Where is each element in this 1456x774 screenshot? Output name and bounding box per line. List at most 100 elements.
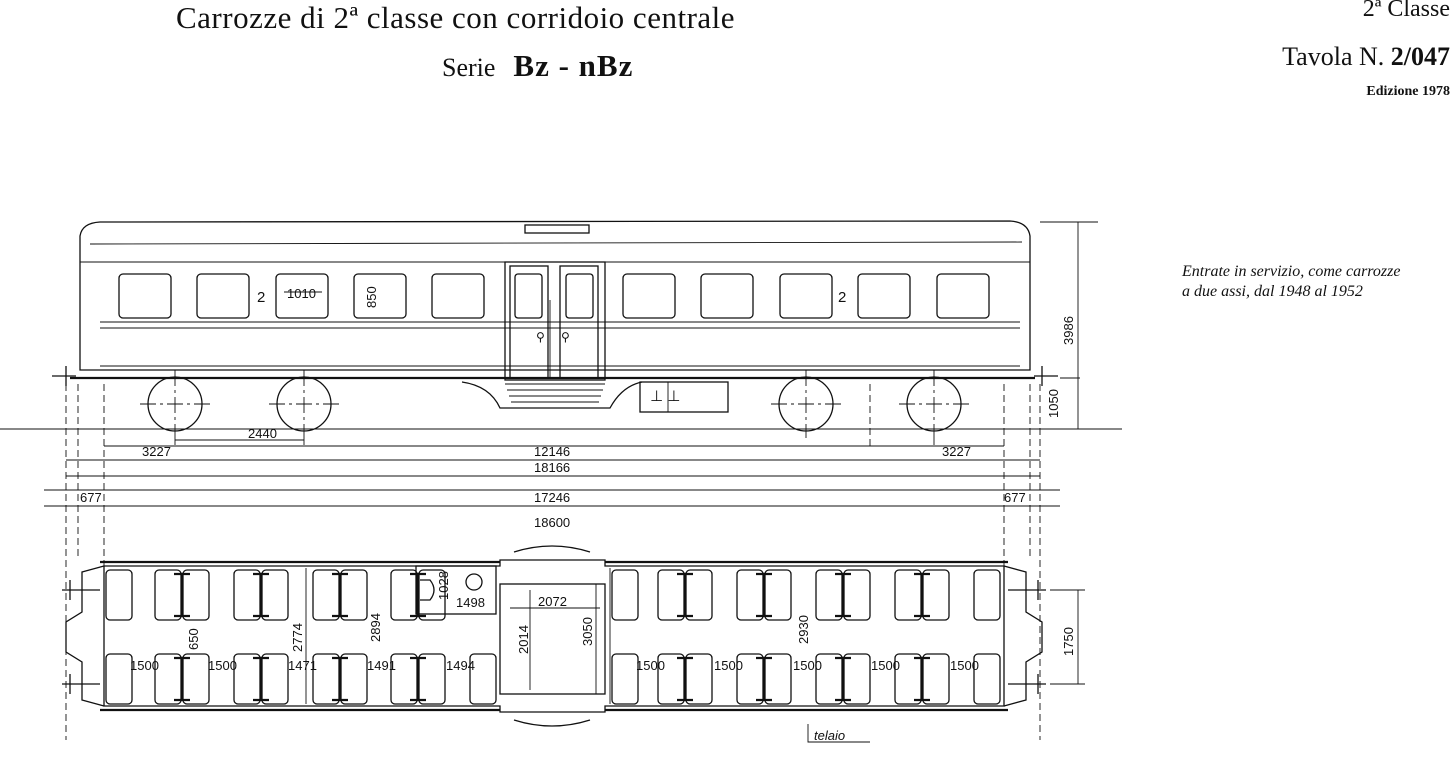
service-note: Entrate in servizio, come carrozze a due…	[1182, 262, 1400, 302]
door-leaf-left	[509, 265, 549, 379]
table	[835, 572, 851, 618]
seat	[894, 569, 922, 621]
table	[253, 572, 269, 618]
plan-view: 1500 1500 1471 1491 1494 1500 1500 1500 …	[62, 545, 1085, 743]
plan-body-outline	[103, 559, 1005, 713]
seat	[736, 569, 764, 621]
wheels	[140, 370, 969, 438]
seat	[922, 653, 950, 705]
dim-body-length-label: 18166	[534, 460, 570, 475]
frame-label: telaio	[814, 728, 845, 743]
side-buffers	[52, 366, 1058, 386]
length-dimensions: 3227 2440 12146 3227 18166 677 17246 677…	[44, 384, 1060, 740]
drawing-title: Carrozze di 2ª classe con corridoio cent…	[176, 0, 736, 35]
battery-box-mark-icon: ⊥ ⊥	[650, 388, 680, 405]
dim-pivot-distance-label: 12146	[534, 444, 570, 459]
battery-box	[639, 381, 729, 413]
entrance-doors: ⚲ ⚲	[504, 261, 606, 403]
window	[622, 273, 676, 319]
seat	[261, 653, 289, 705]
body-width-label: 2894	[368, 613, 383, 642]
table	[914, 572, 930, 618]
seat-pitch-3: 1471	[288, 658, 317, 673]
plan-end-left	[65, 565, 105, 707]
seat	[154, 569, 182, 621]
seat	[233, 569, 261, 621]
wc-compartment	[415, 565, 497, 615]
door-frame	[504, 261, 606, 381]
seat	[261, 569, 289, 621]
table	[332, 656, 348, 702]
seat	[685, 569, 713, 621]
seat	[182, 569, 210, 621]
series-value: Bz - nBz	[513, 48, 634, 83]
bogie-extension-lines	[174, 384, 935, 448]
body-outline	[79, 262, 1031, 371]
seat	[922, 569, 950, 621]
seat-width-label: 2930	[796, 615, 811, 644]
wc-width-label: 1028	[436, 571, 451, 600]
vestibule	[499, 583, 606, 695]
window	[275, 273, 329, 319]
dim-bogie-left-label: 3227	[142, 444, 171, 459]
window	[936, 273, 990, 319]
seat-pitch-4: 1491	[367, 658, 396, 673]
series-label: Serie	[442, 53, 496, 82]
table	[914, 656, 930, 702]
seat	[685, 653, 713, 705]
seat	[418, 653, 446, 705]
underframe-truss	[461, 381, 643, 409]
vestibule-door-swings	[513, 545, 591, 727]
table	[253, 656, 269, 702]
table	[756, 656, 772, 702]
dim-axle-spacing-label: 2440	[248, 426, 277, 441]
seat	[105, 653, 133, 705]
entrance-steps	[505, 383, 605, 403]
seat	[843, 569, 871, 621]
edition-label: Edizione 1978	[1366, 84, 1450, 99]
table	[410, 656, 426, 702]
window	[779, 273, 833, 319]
seat	[312, 569, 340, 621]
seat	[390, 569, 418, 621]
windows-right	[622, 273, 990, 319]
roof-vent	[524, 224, 590, 234]
wc-toilet-icon	[465, 573, 483, 591]
seat-pitch-8: 1500	[793, 658, 822, 673]
seat-pitch-1: 1500	[130, 658, 159, 673]
seat	[764, 569, 792, 621]
buffer-spacing-label: 1750	[1061, 627, 1076, 656]
seat	[611, 653, 639, 705]
door-handle-right-icon: ⚲	[561, 330, 570, 344]
seat-pitch-10: 1500	[950, 658, 979, 673]
side-view: 1010 850 2 2 ⚲ ⚲ ⊥ ⊥	[0, 220, 1122, 438]
roof-line	[89, 241, 1023, 245]
window	[196, 273, 250, 319]
seat-layout	[105, 569, 1001, 705]
vestibule-length-label: 2072	[538, 594, 567, 609]
total-height-label: 3986	[1061, 316, 1076, 345]
door-handle-left-icon: ⚲	[536, 330, 545, 344]
door-window-right	[565, 273, 594, 319]
class-mark-left: 2	[257, 289, 265, 306]
service-note-line-2: a due assi, dal 1948 al 1952	[1182, 283, 1363, 300]
seat	[843, 653, 871, 705]
dim-frame-length-label: 17246	[534, 490, 570, 505]
inner-width-label: 2774	[290, 623, 305, 652]
door-window-left	[514, 273, 543, 319]
table	[332, 572, 348, 618]
seat	[105, 569, 133, 621]
seat	[611, 569, 639, 621]
buffer-height-label: 1050	[1046, 389, 1061, 418]
window	[431, 273, 485, 319]
class-mark-right: 2	[838, 289, 846, 306]
seat	[233, 653, 261, 705]
vestibule-width-label: 3050	[580, 617, 595, 646]
door-width-label: 2014	[516, 625, 531, 654]
plan-side-walls	[100, 560, 1008, 712]
roof-outline	[79, 220, 1031, 262]
wc-washbasin-icon	[420, 579, 435, 601]
window	[857, 273, 911, 319]
window	[353, 273, 407, 319]
